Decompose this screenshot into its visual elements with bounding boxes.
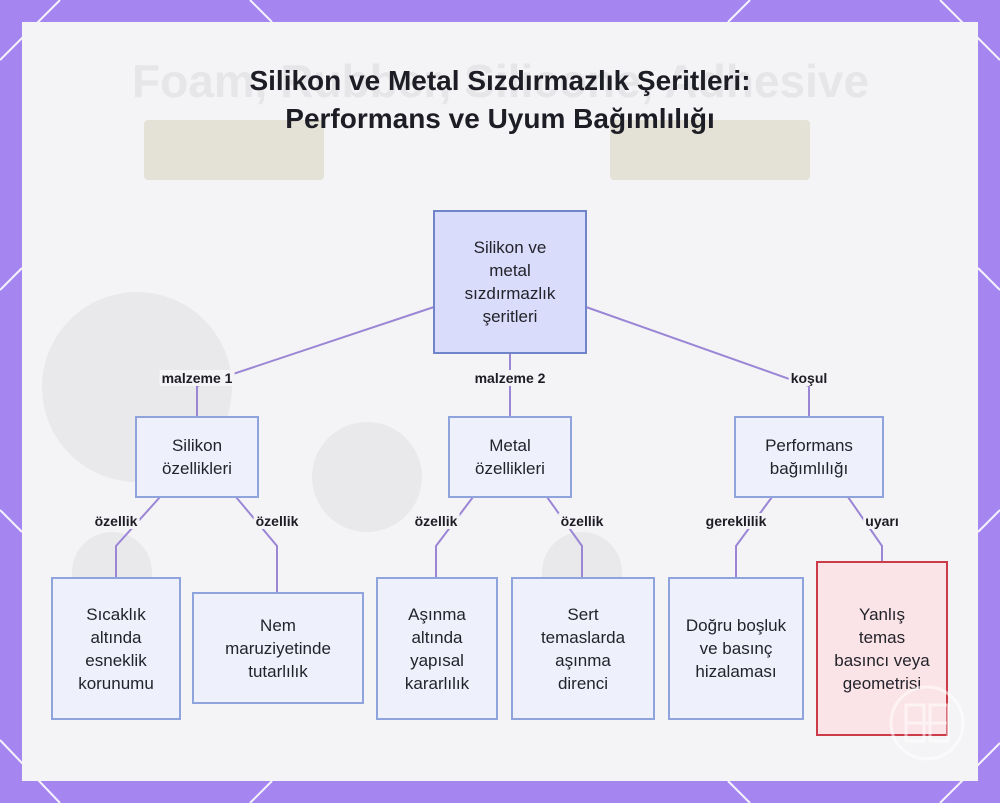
- node-flexibility: Sıcaklık altında esneklik korunumu: [51, 577, 181, 720]
- node-structural-stability: Aşınma altında yapısal kararlılık: [376, 577, 498, 720]
- edge-label-prop3: özellik: [412, 513, 460, 529]
- node-warning-wrong-contact: Yanlış temas basıncı veya geometrisi: [816, 561, 948, 736]
- edge-metal-wear-stability: [435, 496, 474, 577]
- edge-label-material2: malzeme 2: [472, 370, 548, 386]
- edge-metal-wear-resistance: [546, 496, 583, 577]
- node-root: Silikon ve metal sızdırmazlık şeritleri: [433, 210, 587, 354]
- watermark-logo-icon: [889, 685, 965, 761]
- edge-performance-warning: [847, 496, 883, 561]
- background-watermark-text: Foam, Rubber, Silicone, Adhesive: [132, 55, 870, 107]
- edge-label-prop2: özellik: [253, 513, 301, 529]
- edge-label-prop4: özellik: [558, 513, 606, 529]
- background-button: [610, 120, 810, 180]
- edge-silicone-flex: [115, 496, 161, 577]
- node-metal-properties: Metal özellikleri: [448, 416, 572, 498]
- node-abrasion-resistance: Sert temaslarda aşınma direnci: [511, 577, 655, 720]
- node-performance-dependency: Performans bağımlılığı: [734, 416, 884, 498]
- edge-label-warning: uyarı: [863, 513, 901, 529]
- background-button: [144, 120, 324, 180]
- edge-root-performance: [585, 306, 810, 416]
- edge-label-prop1: özellik: [92, 513, 140, 529]
- node-moisture-consistency: Nem maruziyetinde tutarlılık: [192, 592, 364, 704]
- node-alignment: Doğru boşluk ve basınç hizalaması: [668, 577, 804, 720]
- edge-label-condition: koşul: [788, 370, 830, 386]
- node-silicone-properties: Silikon özellikleri: [135, 416, 259, 498]
- background-circle: [312, 422, 422, 532]
- edge-performance-alignment: [735, 496, 773, 577]
- edge-silicone-exposure: [235, 496, 278, 592]
- edge-root-silicone: [196, 306, 435, 416]
- edge-label-requirement: gereklilik: [703, 513, 769, 529]
- diagram-title: Silikon ve Metal Sızdırmazlık Şeritleri:…: [249, 65, 751, 134]
- edge-label-material1: malzeme 1: [159, 370, 235, 386]
